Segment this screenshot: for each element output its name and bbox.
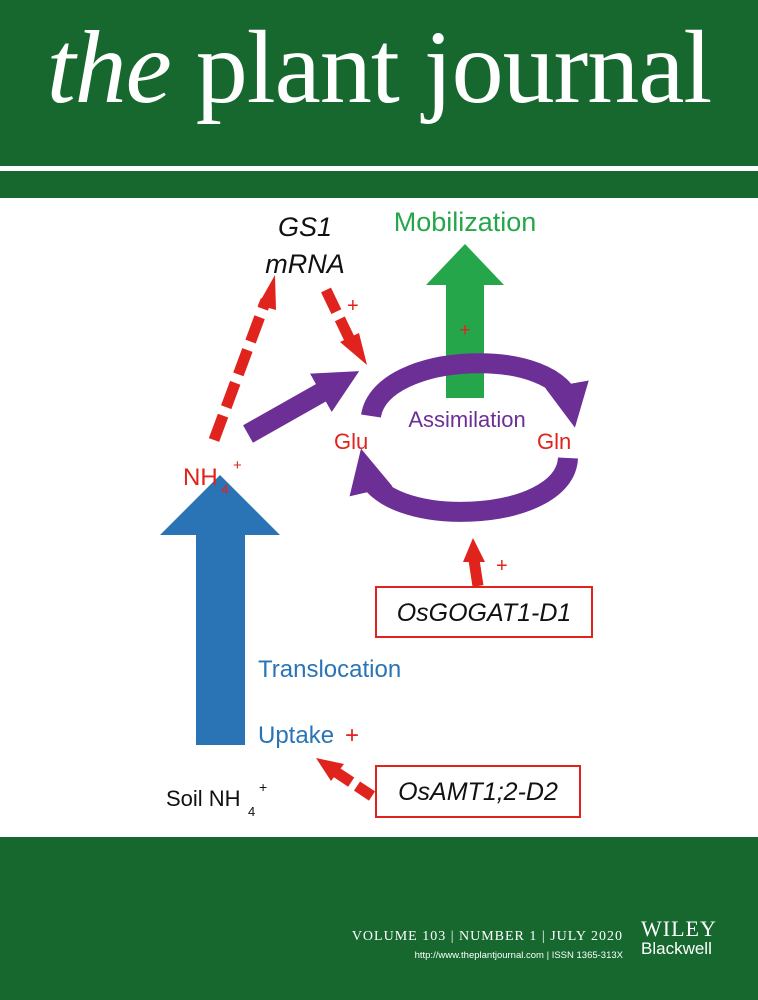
nh4-to-cycle-arrow — [243, 371, 360, 443]
uptake-plus-sign: + — [345, 722, 359, 749]
uptake-label: Uptake — [258, 722, 334, 749]
mrna-label: mRNA — [265, 249, 345, 279]
journal-title: the plant journal — [0, 16, 758, 120]
mobilization-label: Mobilization — [394, 207, 537, 237]
gs1-to-cycle-arrowhead — [340, 333, 367, 365]
figure-panel — [0, 198, 758, 837]
gs1-to-cycle-dashed-arrow — [321, 287, 355, 343]
osgogat-box — [375, 586, 593, 638]
wiley-blackwell-logo: WILEY Blackwell — [641, 918, 741, 959]
gs1-plus-sign: + — [347, 295, 359, 317]
gogat-arrowhead — [463, 538, 485, 562]
gs1-label: GS1 — [278, 212, 332, 242]
mobilization-arrow — [426, 244, 504, 398]
cover-footer-band — [0, 837, 758, 1000]
translocation-label: Translocation — [258, 656, 401, 683]
translocation-arrow — [160, 475, 280, 745]
url-issn-line: http://www.theplantjournal.com | ISSN 13… — [414, 950, 623, 961]
nh4-to-gs1-arrowhead — [258, 275, 276, 310]
nh4-subscript: 4 — [221, 481, 229, 497]
logo-wiley-text: WILEY — [641, 916, 717, 941]
logo-blackwell-text: Blackwell — [641, 939, 712, 958]
amt-arrowhead — [316, 758, 344, 781]
journal-title-the: the — [46, 10, 172, 125]
soil-nh4-superscript: + — [259, 779, 267, 795]
assimilation-label: Assimilation — [408, 407, 525, 432]
journal-title-rest: plant journal — [195, 10, 713, 125]
assimilation-cycle-lower-arc — [349, 448, 578, 522]
amt-to-uptake-dashed-arrow — [332, 767, 376, 801]
cover-header-band: the plant journal — [0, 0, 758, 166]
gogat-to-cycle-arrow — [468, 559, 484, 587]
mobilization-plus-sign: + — [459, 320, 470, 341]
nh4-to-gs1-dashed-arrow — [208, 298, 272, 442]
soil-nh4-subscript: 4 — [248, 804, 255, 819]
glu-label: Glu — [334, 429, 368, 454]
gln-label: Gln — [537, 429, 571, 454]
osamt-box — [375, 765, 581, 818]
header-rule — [0, 171, 758, 198]
volume-issue-line: VOLUME 103 | NUMBER 1 | JULY 2020 — [351, 929, 623, 944]
nh4-superscript: + — [233, 457, 242, 474]
soil-nh4-label: Soil NH — [166, 786, 241, 811]
assimilation-cycle-upper-arc — [361, 353, 589, 428]
gogat-plus-sign: + — [496, 555, 508, 577]
nh4-label: NH — [183, 464, 218, 491]
osamt-label: OsAMT1;2-D2 — [398, 778, 558, 806]
osgogat-label: OsGOGAT1-D1 — [397, 599, 572, 627]
